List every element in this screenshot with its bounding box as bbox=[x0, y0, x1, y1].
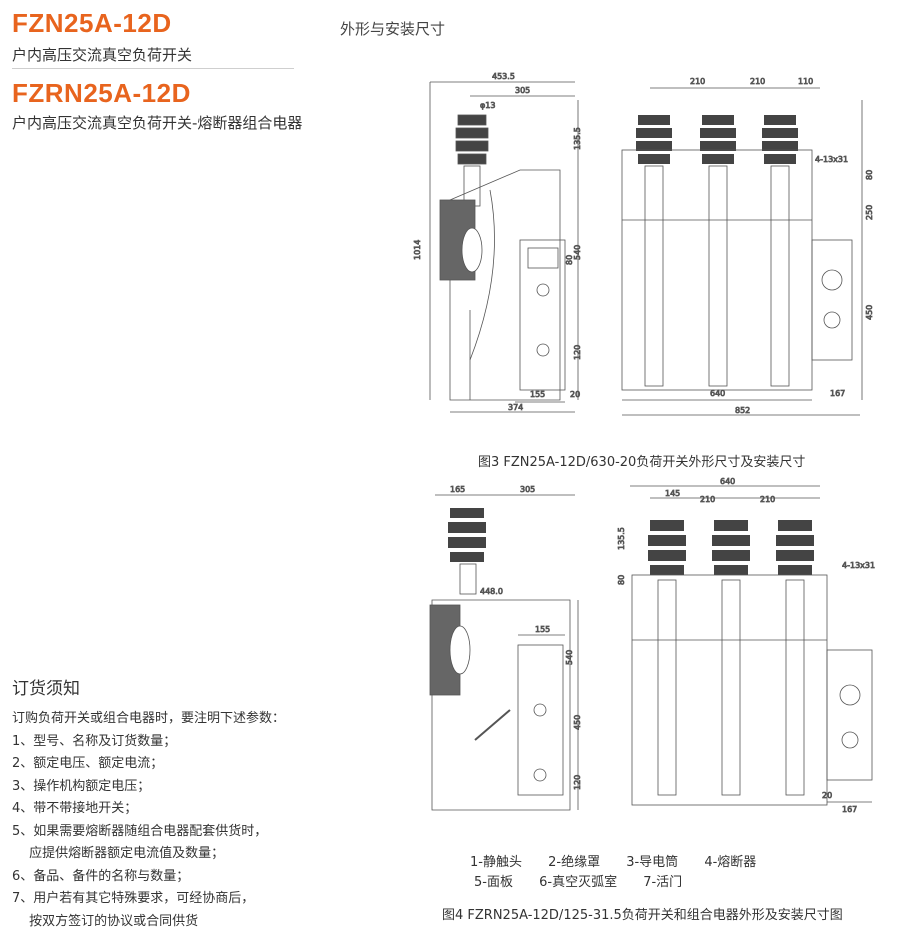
dim-text: 120 bbox=[573, 345, 582, 360]
dim-text: 20 bbox=[822, 791, 832, 800]
legend-row: 5-面板 6-真空灭弧室 7-活门 bbox=[470, 873, 778, 893]
model-desc-2: 户内高压交流真空负荷开关-熔断器组合电器 bbox=[12, 114, 303, 132]
order-item: 7、用户若有其它特殊要求，可经协商后， bbox=[12, 891, 255, 906]
legend-item: 4-熔断器 bbox=[704, 855, 757, 870]
dim-text: 145 bbox=[665, 489, 680, 498]
dim-text: 210 bbox=[690, 77, 705, 86]
dim-text: 210 bbox=[700, 495, 715, 504]
fig3-side-view: 453.5 305 φ13 1014 135.5 540 80 120 155 … bbox=[413, 72, 582, 413]
legend-item: 3-导电筒 bbox=[626, 855, 679, 870]
order-item: 4、带不带接地开关； bbox=[12, 801, 138, 816]
model-title-1: FZN25A-12D bbox=[12, 8, 172, 38]
dim-text: 20 bbox=[570, 390, 580, 399]
legend-item: 6-真空灭弧室 bbox=[539, 875, 618, 890]
dim-text: 250 bbox=[865, 205, 874, 220]
dim-text: 450 bbox=[865, 305, 874, 320]
dim-text: 135.5 bbox=[617, 527, 626, 550]
dim-text: 210 bbox=[760, 495, 775, 504]
dim-text: 540 bbox=[573, 245, 582, 260]
dim-text: φ13 bbox=[480, 101, 495, 110]
dim-text: 640 bbox=[710, 389, 725, 398]
dim-text: 852 bbox=[735, 406, 750, 415]
dim-text: 135.5 bbox=[573, 127, 582, 150]
order-item: 6、备品、备件的名称与数量； bbox=[12, 868, 190, 884]
order-list: 订购负荷开关或组合电器时，要注明下述参数： 1、型号、名称及订货数量； 2、额定… bbox=[12, 708, 285, 933]
dim-text: 4-13x31 bbox=[815, 155, 848, 164]
dim-text: 4-13x31 bbox=[842, 561, 875, 570]
dim-text: 448.0 bbox=[480, 587, 503, 596]
dim-text: 155 bbox=[535, 625, 550, 634]
model-desc-1: 户内高压交流真空负荷开关 bbox=[12, 46, 193, 64]
legend-item: 5-面板 bbox=[474, 875, 513, 890]
order-item: 3、操作机构额定电压； bbox=[12, 778, 151, 794]
dim-text: 1014 bbox=[413, 240, 422, 260]
dim-text: 110 bbox=[798, 77, 813, 86]
dim-text: 80 bbox=[565, 255, 574, 265]
order-item: 按双方签订的协议或合同供货 bbox=[12, 913, 199, 929]
section-title: 外形与安装尺寸 bbox=[340, 20, 446, 38]
fig4-legend: 1-静触头 2-绝缘罩 3-导电筒 4-熔断器 5-面板 6-真空灭弧室 7-活… bbox=[470, 853, 778, 893]
fig3-front-view: 210 210 110 4-13x31 80 250 450 640 167 8… bbox=[621, 77, 874, 416]
order-item: 2、额定电压、额定电流； bbox=[12, 756, 164, 771]
dim-text: 80 bbox=[617, 575, 626, 585]
order-item: 1、型号、名称及订货数量； bbox=[12, 733, 177, 749]
order-item: 应提供熔断器额定电流值及数量； bbox=[12, 846, 225, 861]
fig4-caption: 图4 FZRN25A-12D/125-31.5负荷开关和组合电器外形及安装尺寸图 bbox=[442, 908, 843, 923]
title-divider bbox=[12, 68, 294, 69]
dim-text: 155 bbox=[530, 390, 545, 399]
dim-text: 453.5 bbox=[492, 72, 515, 81]
legend-item: 2-绝缘罩 bbox=[548, 855, 601, 870]
dim-text: 210 bbox=[750, 77, 765, 86]
fig4-side-view: 165 305 448.0 155 540 450 120 bbox=[429, 485, 582, 811]
dim-text: 167 bbox=[830, 389, 845, 398]
dim-text: 305 bbox=[520, 485, 535, 494]
dim-text: 374 bbox=[508, 403, 523, 412]
order-item: 5、如果需要熔断器随组合电器配套供货时， bbox=[12, 823, 268, 839]
legend-item: 7-活门 bbox=[643, 875, 683, 890]
dim-text: 167 bbox=[842, 805, 857, 814]
order-item: 订购负荷开关或组合电器时，要注明下述参数： bbox=[12, 711, 286, 726]
order-title: 订货须知 bbox=[12, 679, 80, 699]
dim-text: 165 bbox=[450, 485, 465, 494]
model-title-2: FZRN25A-12D bbox=[12, 78, 191, 108]
fig4-front-view: 640 145 210 210 135.5 80 4-13x31 20 167 bbox=[617, 477, 876, 815]
legend-item: 1-静触头 bbox=[470, 855, 522, 870]
dim-text: 450 bbox=[573, 715, 582, 730]
dim-text: 540 bbox=[565, 650, 574, 665]
dim-text: 305 bbox=[515, 86, 530, 95]
legend-row: 1-静触头 2-绝缘罩 3-导电筒 4-熔断器 bbox=[470, 853, 778, 873]
dim-text: 80 bbox=[865, 170, 874, 180]
dim-text: 120 bbox=[573, 775, 582, 790]
dim-text: 640 bbox=[720, 477, 735, 486]
fig3-caption: 图3 FZN25A-12D/630-20负荷开关外形尺寸及安装尺寸 bbox=[478, 455, 806, 470]
